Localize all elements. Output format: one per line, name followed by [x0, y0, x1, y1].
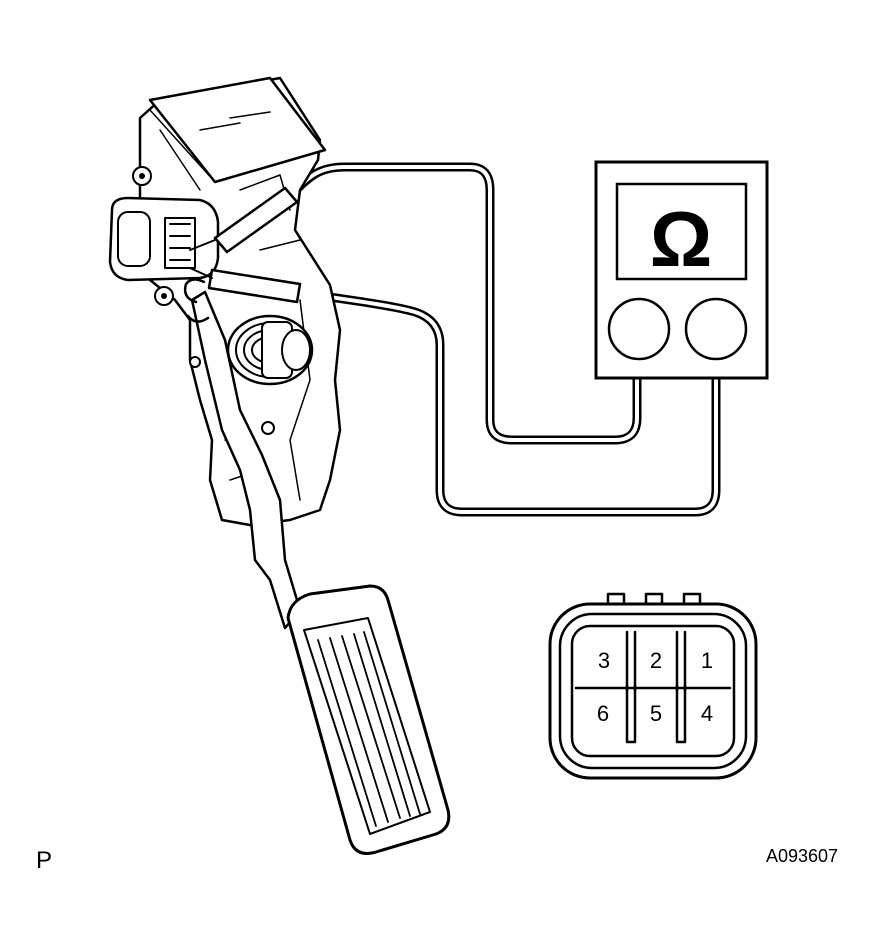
connector-grid: [574, 630, 732, 744]
cover-detail-lines: [149, 109, 271, 191]
test-leads: [291, 162, 721, 517]
bolt-upper-center: [139, 173, 145, 179]
bolt-lower-center: [161, 293, 167, 299]
footer-left-mark: P: [36, 847, 52, 874]
housing-detail-lines: [224, 174, 311, 501]
pedal-top-cover: [148, 76, 327, 184]
pin-label-4: 4: [701, 701, 713, 726]
pin-label-5: 5: [650, 701, 662, 726]
pedal-pad-inner: [303, 617, 431, 835]
probe-upper: [213, 186, 299, 254]
connector-pinout: 3 2 1 6 5 4: [548, 592, 758, 780]
sensor-connector-pins: [164, 217, 196, 269]
probe-lower: [207, 268, 302, 304]
pedal-arm-hook: [183, 278, 210, 323]
pedal-bracket: [138, 76, 342, 527]
probe-lower-tip: [189, 267, 213, 279]
return-spring: [226, 314, 314, 386]
rivet-2: [261, 421, 275, 435]
pedal-pad-ribs: [317, 631, 421, 827]
pin-label-3: 3: [598, 648, 610, 673]
connector-inner-shell: [570, 624, 736, 758]
ohm-symbol: Ω: [650, 195, 713, 283]
figure-id: A093607: [766, 846, 838, 866]
pin-label-6: 6: [597, 701, 609, 726]
rivet-1: [189, 356, 201, 368]
ohmmeter-jack-left: [607, 297, 671, 361]
pin-label-2: 2: [650, 648, 662, 673]
accelerator-pedal-assembly: [108, 76, 451, 855]
probe-upper-tip: [189, 239, 216, 251]
connector-tabs: [606, 592, 702, 608]
ohmmeter-jack-right: [684, 297, 748, 361]
ohmmeter: Ω: [594, 160, 769, 380]
lead-upper-inner: [294, 165, 639, 442]
ohmmeter-display: [615, 182, 748, 281]
sensor-connector-face: [117, 211, 151, 267]
lead-lower-inner: [300, 291, 718, 514]
pin-label-1: 1: [701, 648, 713, 673]
